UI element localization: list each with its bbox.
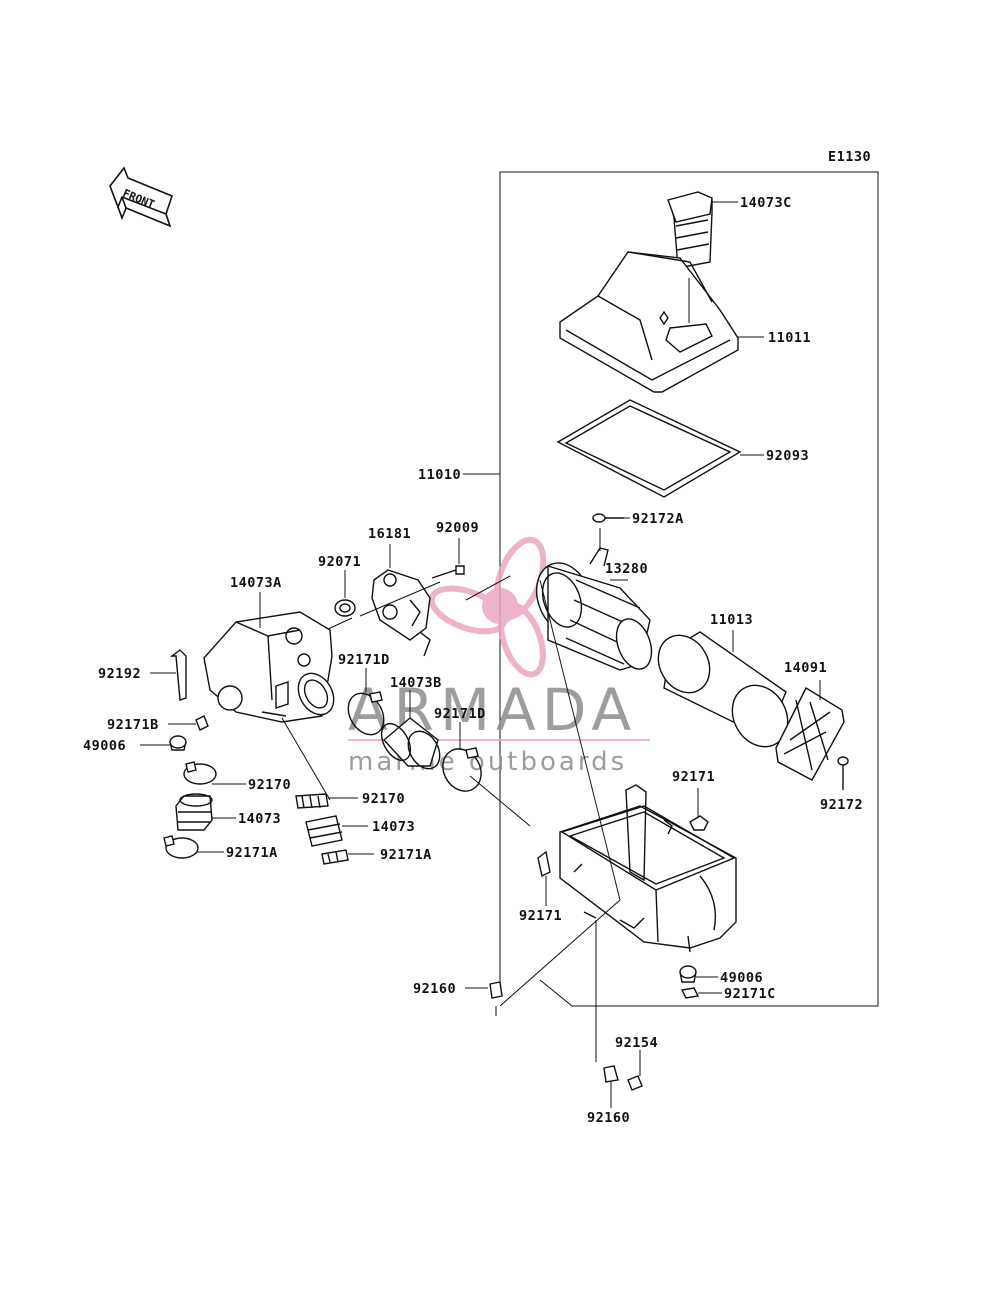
part-92172-screw (837, 756, 849, 790)
diagram-code: E1130 (828, 149, 871, 165)
part-11010-case (559, 784, 737, 953)
part-92171c-clip (680, 987, 700, 999)
label-92171a-b: 92171A (380, 847, 432, 863)
part-16181-holder (371, 569, 431, 657)
watermark-tagline: marine outboards (348, 747, 627, 777)
label-92160-a: 92160 (413, 981, 456, 997)
part-92171-clip-upper (689, 815, 709, 831)
label-92172: 92172 (820, 797, 863, 813)
label-92071: 92071 (318, 554, 361, 570)
part-92171d-clamp-b (442, 747, 482, 792)
label-92171-upper: 92171 (672, 769, 715, 785)
label-11010: 11010 (418, 467, 461, 483)
part-92171a-clamp-b (321, 849, 349, 865)
part-throttle-tube (297, 672, 335, 716)
part-49006-cap-left (169, 735, 187, 751)
part-92093-gasket (556, 399, 742, 498)
label-92009: 92009 (436, 520, 479, 536)
part-14073-boot-b (305, 815, 343, 847)
part-92172a-screw (592, 513, 624, 523)
label-92170-b: 92170 (362, 791, 405, 807)
part-92171-clip-lower (537, 850, 551, 878)
label-11013: 11013 (710, 612, 753, 628)
label-49006-right: 49006 (720, 970, 763, 986)
part-14073b-boot (380, 717, 441, 770)
label-16181: 16181 (368, 526, 411, 542)
label-92093: 92093 (766, 448, 809, 464)
part-14073c-duct (667, 191, 713, 269)
part-92160-grommet-b (603, 1065, 619, 1083)
part-92071-seal (334, 599, 356, 617)
part-labels: 14073C 11011 92093 11010 92172A 13280 11… (83, 195, 863, 1126)
label-92172a: 92172A (632, 511, 684, 527)
label-11011: 11011 (768, 330, 811, 346)
label-13280: 13280 (605, 561, 648, 577)
label-92192: 92192 (98, 666, 141, 682)
part-11013-filter-element (657, 631, 789, 748)
label-92171c: 92171C (724, 986, 776, 1002)
front-arrow-icon: FRONT (109, 166, 173, 228)
part-92154-bolt (627, 1075, 643, 1091)
label-92171a-a: 92171A (226, 845, 278, 861)
part-92192-pipe (169, 649, 187, 701)
part-13280-holder (535, 547, 653, 671)
label-14073-b: 14073 (372, 819, 415, 835)
part-49006-cap-right (679, 965, 697, 983)
label-92171b: 92171B (107, 717, 159, 733)
part-92171d-clamp-a (347, 691, 385, 736)
label-49006-left: 49006 (83, 738, 126, 754)
part-92171b-clip (195, 715, 209, 731)
propeller-logo-icon (428, 536, 547, 678)
label-14073-a: 14073 (238, 811, 281, 827)
part-92009-screw (431, 565, 465, 579)
part-92170-clamp-a (183, 761, 217, 785)
label-14073a: 14073A (230, 575, 282, 591)
label-92154: 92154 (615, 1035, 658, 1051)
part-92160-grommet-a (489, 981, 503, 999)
assembly-frame (499, 171, 879, 1007)
label-92170-a: 92170 (248, 777, 291, 793)
label-14073b: 14073B (390, 675, 442, 691)
label-14073c: 14073C (740, 195, 792, 211)
label-92171d-a: 92171D (338, 652, 390, 668)
part-14073-boot-a (175, 793, 213, 831)
label-92171d-b: 92171D (434, 706, 486, 722)
label-92160-b: 92160 (587, 1110, 630, 1126)
label-92171-lower: 92171 (519, 908, 562, 924)
part-92170-clamp-b (295, 793, 329, 809)
label-14091: 14091 (784, 660, 827, 676)
part-92171a-clamp-a (163, 835, 199, 859)
part-11011-cover (559, 251, 739, 393)
part-14091-plate (775, 687, 845, 781)
